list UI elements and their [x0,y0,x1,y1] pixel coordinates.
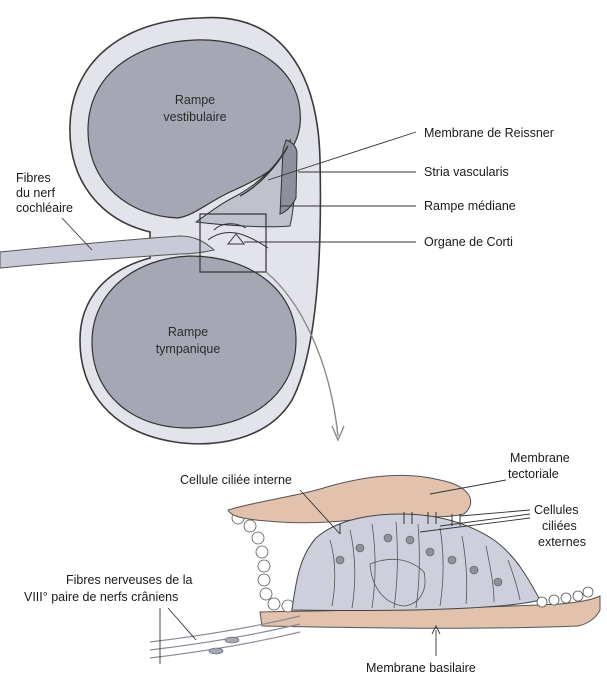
label-fibres-nerveuses-1: Fibres nerveuses de la [66,573,193,587]
label-membrane-tectoriale-2: tectoriale [508,467,559,481]
label-cellules-ciliees-externes-2: ciliées [542,519,577,533]
label-fibres-nerf-3: cochléaire [16,201,73,215]
label-fibres-nerf-2: du nerf [16,186,55,200]
label-cellules-ciliees-externes-1: Cellules [534,503,578,517]
label-cellule-ciliee-interne: Cellule ciliée interne [180,473,292,487]
label-rampe-vestibulaire-2: vestibulaire [163,110,226,124]
label-rampe-tympanique-1: Rampe [168,325,208,339]
corti-detail [150,475,600,658]
label-rampe-mediane: Rampe médiane [424,199,516,213]
label-membrane-basilaire: Membrane basilaire [366,661,476,675]
label-membrane-tectoriale-1: Membrane [510,451,570,465]
label-rampe-vestibulaire-1: Rampe [175,93,215,107]
limbus-cells [232,512,294,612]
organe-corti-body [292,514,540,611]
leader-fibres-nerveuses-diag [168,608,196,640]
label-fibres-nerveuses-2: VIII° paire de nerfs crâniens [24,590,178,604]
label-stria-vascularis: Stria vascularis [424,165,509,179]
label-cellules-ciliees-externes-3: externes [538,535,586,549]
label-organe-corti: Organe de Corti [424,235,513,249]
cochlea-cross-section [0,18,344,444]
label-rampe-tympanique-2: tympanique [156,342,221,356]
label-fibres-nerf-1: Fibres [16,171,51,185]
label-membrane-reissner: Membrane de Reissner [424,126,554,140]
